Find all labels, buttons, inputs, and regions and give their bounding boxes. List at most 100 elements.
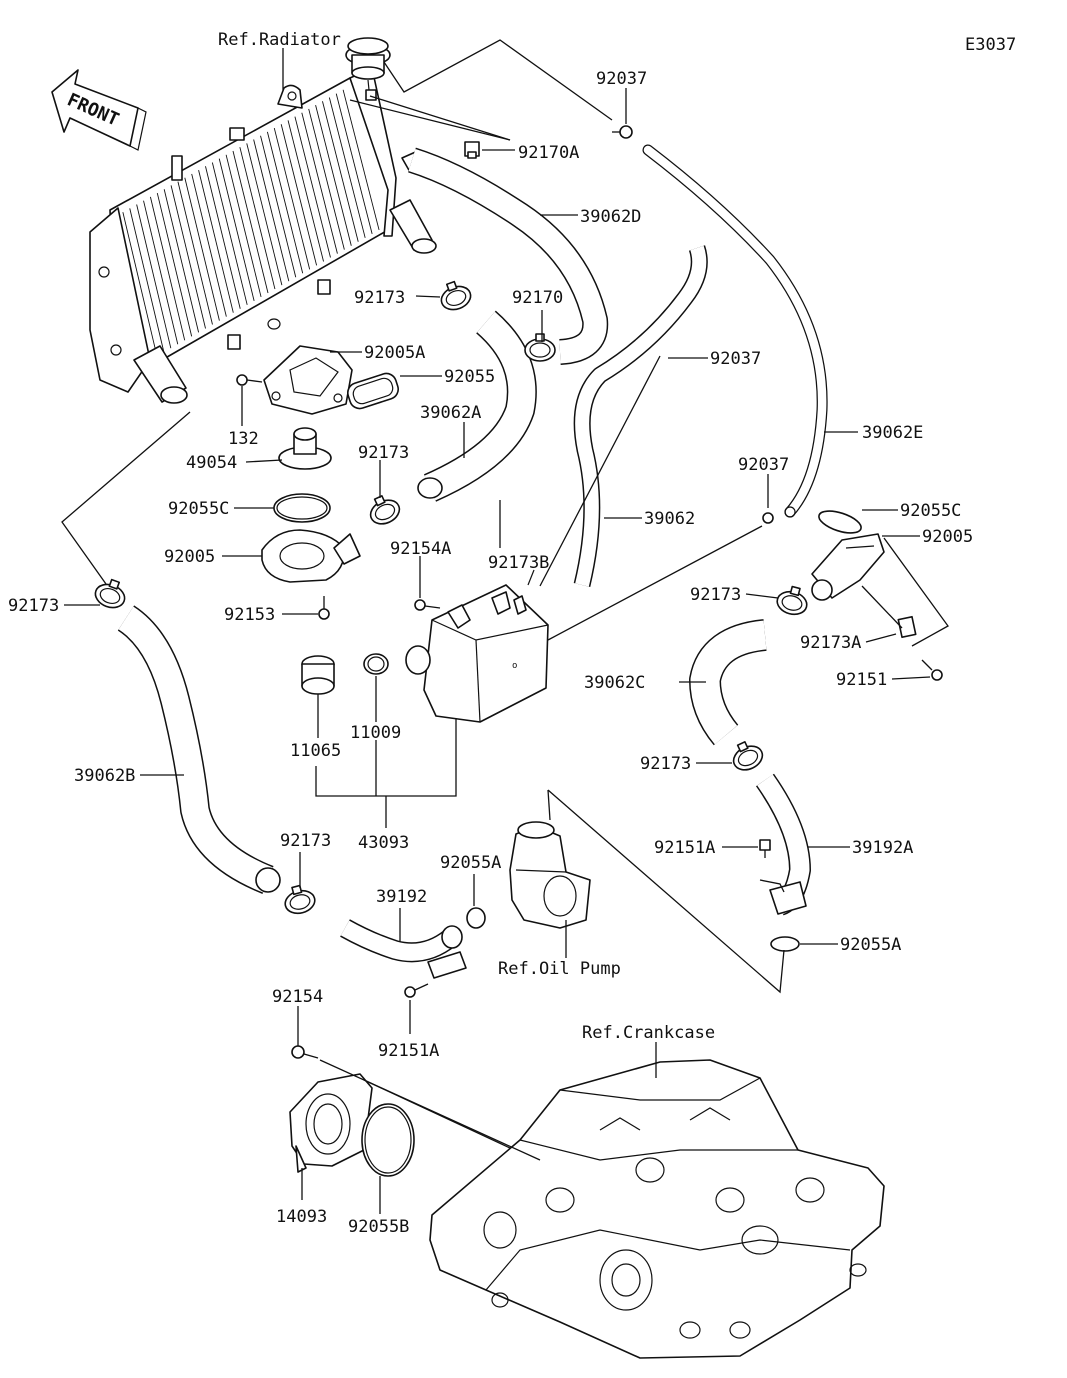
front-arrow: FRONT: [51, 69, 147, 151]
label-49054: 49054: [186, 453, 237, 473]
radiator-fin: [198, 170, 234, 313]
radiator-fin: [335, 93, 373, 234]
radiator-fin: [266, 131, 304, 274]
bolt-92154a: [414, 599, 441, 611]
radiator-fin: [280, 124, 318, 266]
radiator-fin: [315, 105, 352, 246]
label-39062d: 39062D: [580, 207, 641, 227]
label-92173-lowright: 92173: [640, 754, 691, 774]
label-92151a-right: 92151A: [654, 838, 715, 858]
hose-39062: [573, 245, 708, 587]
labels: Ref.Radiator 92170A 92037 39062D 92173 9…: [8, 30, 973, 1237]
pipe-39192: [340, 919, 467, 979]
label-92005-right: 92005: [922, 527, 973, 547]
bolt-92151: [921, 659, 943, 681]
label-92173-upper: 92173: [354, 288, 405, 308]
label-92173b: 92173B: [488, 553, 549, 573]
bolt-92151a-right: [759, 839, 771, 858]
radiator-fin: [260, 135, 297, 278]
label-92173a: 92173A: [800, 633, 861, 653]
water-pump: [509, 821, 591, 929]
o-ring-92055c-left: [273, 493, 331, 523]
o-ring-92055a-right: [770, 936, 800, 952]
reservoir-cap-11065: [301, 655, 335, 695]
hose-39062c: [689, 619, 768, 746]
thermostat-housing-92005: [261, 529, 361, 583]
bolt-92151a-low: [404, 983, 429, 998]
o-ring-92055b: [361, 1103, 415, 1177]
ref-oil-pump-label: Ref.Oil Pump: [498, 959, 621, 979]
label-92005-left: 92005: [164, 547, 215, 567]
label-92173-clamp: 92173: [358, 443, 409, 463]
label-92173-lowleft: 92173: [280, 831, 331, 851]
radiator-fin: [136, 204, 172, 349]
label-14093: 14093: [276, 1207, 327, 1227]
hose-39062b: [117, 605, 281, 894]
label-92055c-left: 92055C: [168, 499, 229, 519]
drain-plug-92170a: [464, 141, 480, 159]
label-92154a: 92154A: [390, 539, 451, 559]
label-39062c: 39062C: [584, 673, 645, 693]
hose-39062e: [642, 144, 828, 518]
radiator-fin: [177, 181, 213, 325]
hose-clamps: [94, 280, 808, 915]
svg-text:o: o: [512, 661, 517, 671]
label-11009: 11009: [350, 723, 401, 743]
clip-92173a: [897, 615, 917, 639]
gasket-11009: [363, 653, 389, 675]
radiator-fin: [294, 116, 331, 258]
label-92170: 92170: [512, 288, 563, 308]
label-92055: 92055: [444, 367, 495, 387]
bolt-92154: [291, 1045, 319, 1059]
radiator-fin: [170, 185, 206, 329]
label-92151: 92151: [836, 670, 887, 690]
radiator-fin: [184, 177, 220, 321]
pipe-39192a: [755, 773, 811, 916]
radiator-fin: [129, 208, 165, 353]
radiator-fin: [156, 192, 193, 337]
gasket-92055: [347, 372, 399, 410]
radiator-fin: [149, 196, 186, 341]
thermostat-49054: [278, 427, 332, 470]
radiator-fin: [328, 97, 366, 238]
label-92055a-right: 92055A: [840, 935, 901, 955]
radiator-fin: [253, 139, 290, 282]
hose-39062a: [417, 310, 537, 502]
hose-clamp: [284, 884, 316, 915]
ref-radiator-label: Ref.Radiator: [218, 30, 341, 50]
label-92173-right: 92173: [690, 585, 741, 605]
label-39192: 39192: [376, 887, 427, 907]
radiator-fin: [143, 200, 179, 345]
crankcase: [429, 1059, 885, 1359]
radiator-fin: [342, 89, 380, 231]
hose-clamp: [440, 280, 472, 311]
radiator-fin: [225, 154, 262, 298]
label-92005a: 92005A: [364, 343, 425, 363]
radiator-fin: [191, 173, 227, 317]
thermostat-cover-92005a: [263, 345, 353, 415]
bolt-92153: [318, 596, 330, 620]
label-11065: 11065: [290, 741, 341, 761]
hose-clamp: [524, 333, 556, 362]
radiator: [89, 37, 437, 404]
label-92055c-right: 92055C: [900, 501, 961, 521]
hose-clamp: [732, 741, 764, 771]
hose-clamp: [776, 585, 808, 616]
radiator-fin: [218, 158, 255, 301]
bolt-132: [236, 374, 263, 386]
label-92173-left: 92173: [8, 596, 59, 616]
radiator-fin: [211, 162, 248, 305]
label-39062b: 39062B: [74, 766, 135, 786]
hose-clamp: [94, 578, 126, 609]
cover-14093: [289, 1073, 373, 1173]
radiator-fin: [239, 147, 276, 290]
radiator-fin: [273, 127, 311, 270]
label-43093: 43093: [358, 833, 409, 853]
hose-clamp: [369, 495, 401, 525]
label-39192a: 39192A: [852, 838, 913, 858]
radiator-fin: [205, 166, 241, 309]
label-132: 132: [228, 429, 259, 449]
label-92153: 92153: [224, 605, 275, 625]
label-92170a: 92170A: [518, 143, 579, 163]
